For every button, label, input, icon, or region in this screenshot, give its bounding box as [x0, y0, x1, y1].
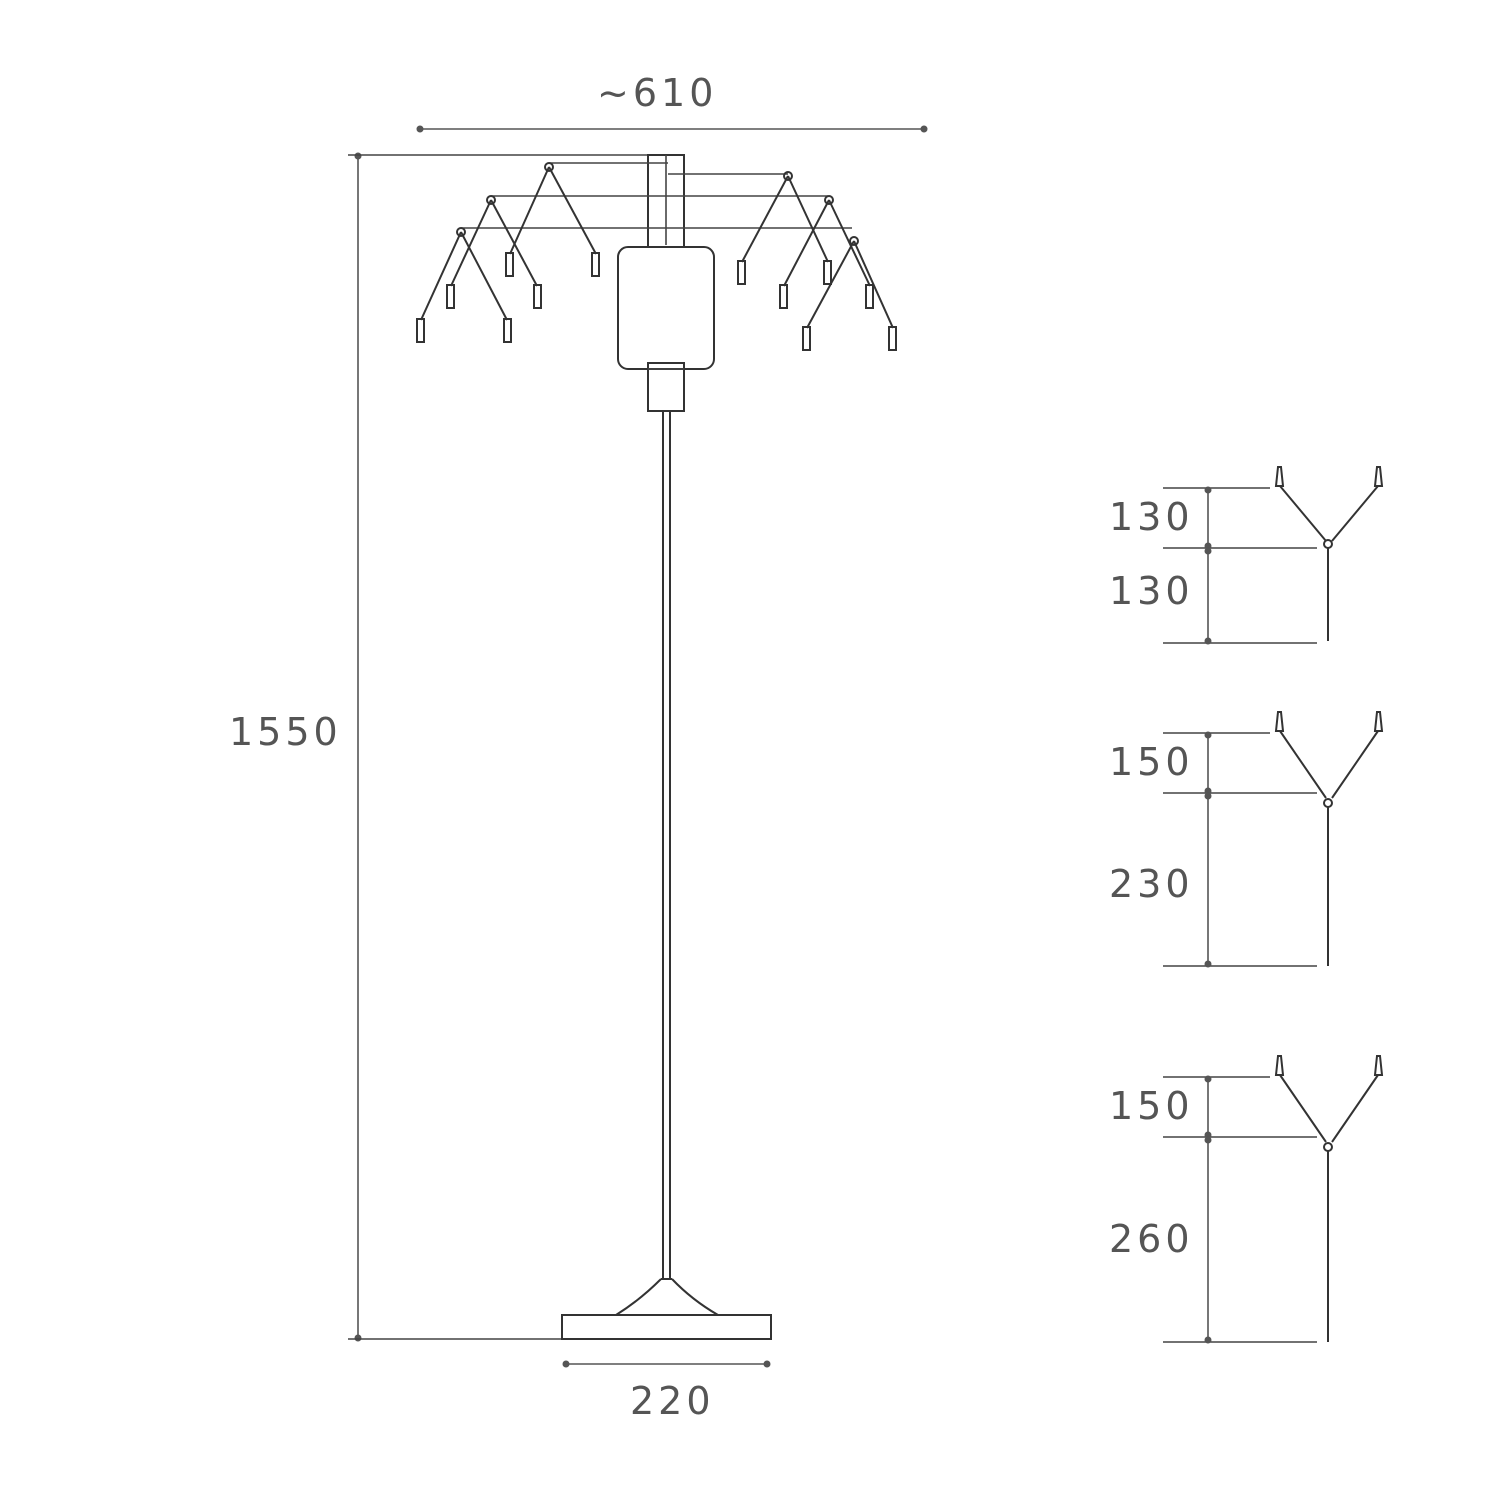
height-dimension-label: 1550 — [229, 710, 342, 754]
base-dimension-line — [562, 1360, 771, 1368]
lamp-base — [561, 1278, 772, 1340]
detail-2-lower-label: 230 — [1109, 862, 1194, 906]
left-branches — [420, 162, 597, 321]
width-dimension-label: ~610 — [597, 71, 718, 115]
branch-detail-1 — [1163, 466, 1384, 645]
lamp-body — [617, 246, 715, 412]
branch-detail-2 — [1163, 711, 1384, 968]
width-dimension-line — [416, 125, 928, 133]
detail-3-upper-label: 150 — [1109, 1084, 1194, 1128]
light-tips — [416, 252, 897, 351]
detail-1-upper-label: 130 — [1109, 495, 1194, 539]
height-dimension-line — [348, 152, 648, 1342]
detail-3-lower-label: 260 — [1109, 1217, 1194, 1261]
branch-detail-3 — [1163, 1055, 1384, 1344]
lamp-top-column — [647, 154, 685, 248]
lamp-elevation — [348, 125, 928, 1368]
right-branches — [741, 171, 894, 329]
detail-2-upper-label: 150 — [1109, 740, 1194, 784]
lamp-stem — [662, 411, 671, 1279]
arm-rails — [461, 162, 852, 229]
detail-1-lower-label: 130 — [1109, 569, 1194, 613]
base-dimension-label: 220 — [630, 1379, 715, 1423]
